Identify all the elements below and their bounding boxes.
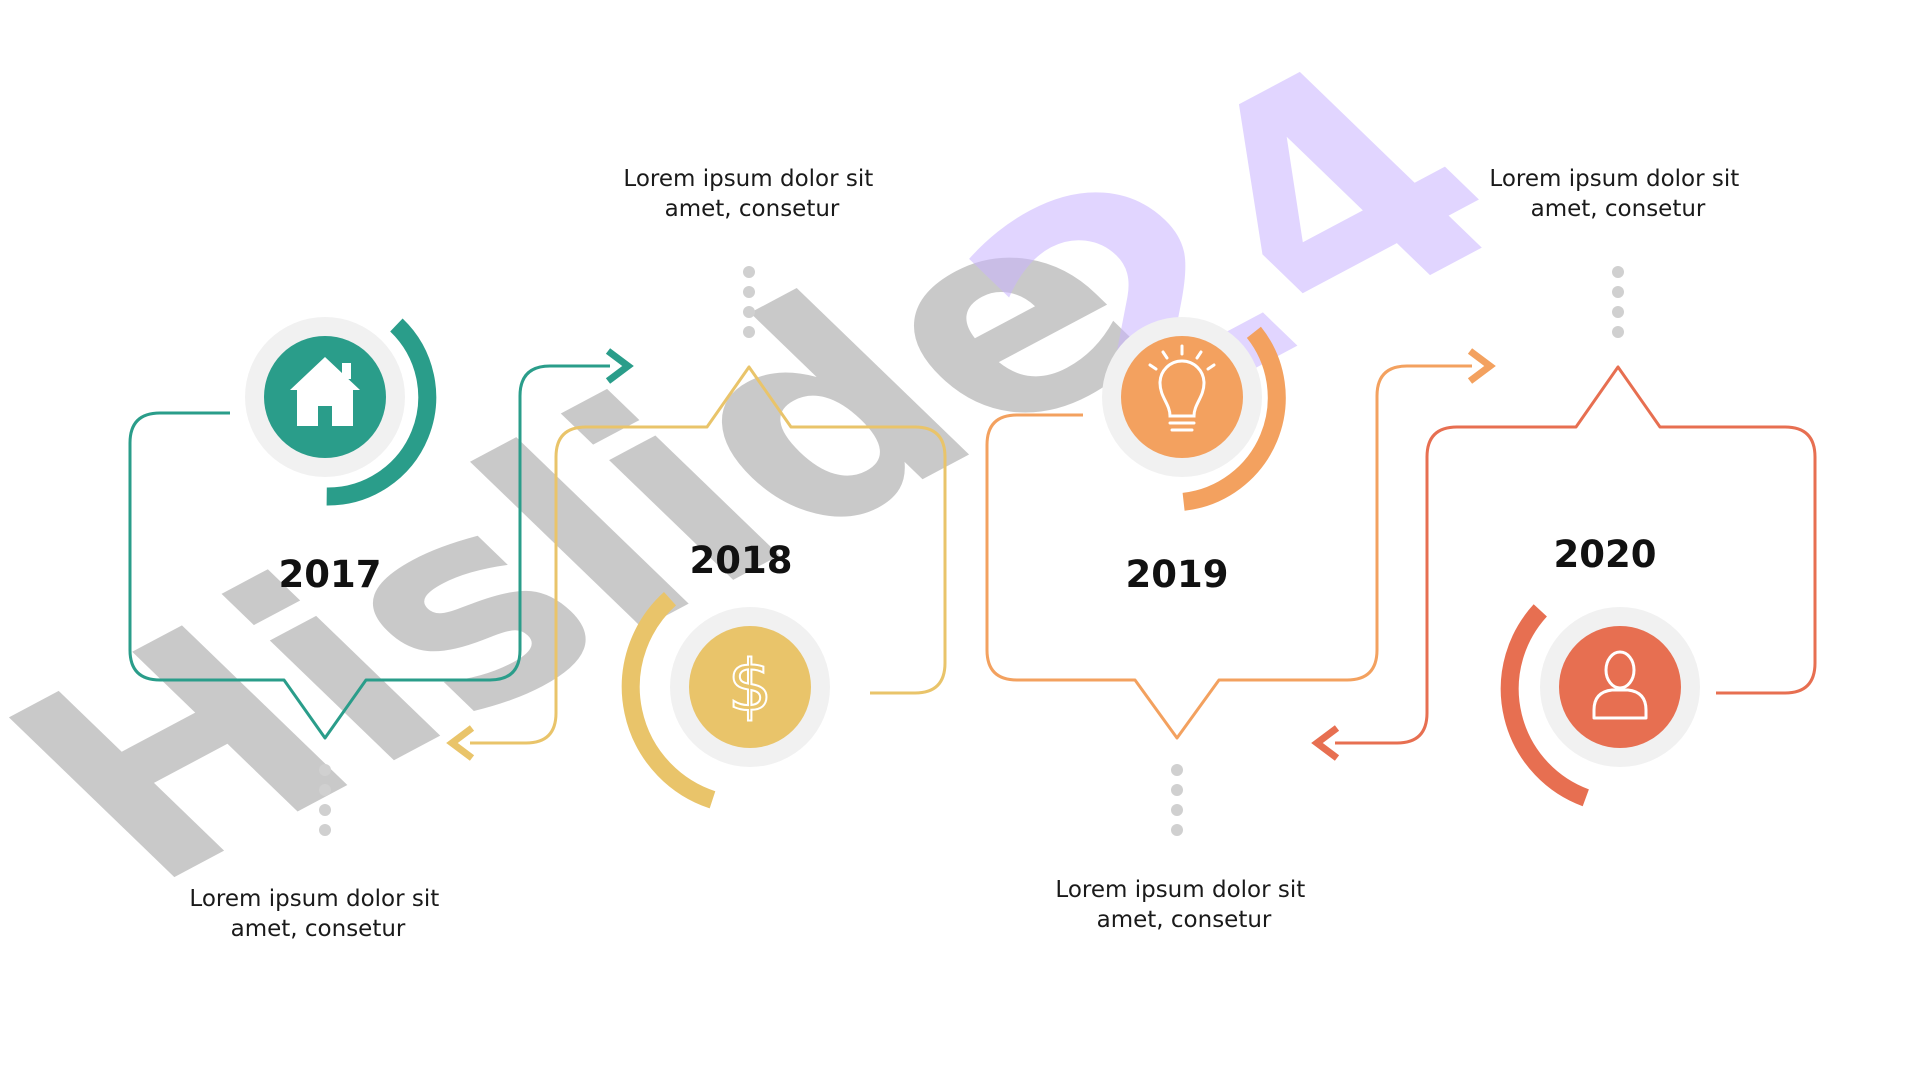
- description-2017: Lorem ipsum dolor sit amet, consetur: [189, 886, 446, 942]
- arc-2017: [326, 318, 437, 506]
- frame-2019: [985, 364, 1472, 740]
- user-icon: [1592, 650, 1648, 720]
- arrow-left-2018: [446, 725, 475, 761]
- dots-2017: [319, 764, 331, 836]
- year-label-2020: 2020: [1554, 533, 1657, 576]
- milestone-2019: 2019 Lorem ipsum dolor sit amet, consetu…: [985, 317, 1496, 933]
- arc-2018: [621, 592, 716, 809]
- description-2018: Lorem ipsum dolor sit amet, consetur: [623, 166, 880, 222]
- arc-2019: [1182, 326, 1286, 511]
- connector-dots: [319, 266, 1624, 836]
- dollar-icon: $: [727, 644, 774, 728]
- frame-2017: [128, 364, 610, 740]
- frame-2018: [470, 365, 947, 745]
- svg-text:$: $: [728, 645, 773, 727]
- dots-2020: [1612, 266, 1624, 338]
- arc-2020: [1500, 604, 1590, 807]
- arrow-right-2019: [1467, 348, 1496, 384]
- lightbulb-icon: [1148, 344, 1216, 432]
- description-2019: Lorem ipsum dolor sit amet, consetur: [1055, 877, 1312, 933]
- house-icon: [290, 357, 360, 426]
- arrow-left-2020: [1311, 725, 1340, 761]
- watermark: Hislide 24: [0, 1, 1584, 942]
- dots-2019: [1171, 764, 1183, 836]
- milestone-2020: 2020 Lorem ipsum dolor sit amet, consetu…: [1311, 166, 1817, 807]
- frame-2020: [1335, 365, 1817, 745]
- description-2020: Lorem ipsum dolor sit amet, consetur: [1489, 166, 1746, 222]
- icon-circle-2018: [689, 626, 811, 748]
- arrow-right-2017: [605, 348, 634, 384]
- year-label-2017: 2017: [279, 553, 382, 596]
- milestone-2018: $ 2018 Lorem ipsum dolor sit amet, conse…: [446, 166, 947, 809]
- milestone-2017: 2017 Lorem ipsum dolor sit amet, consetu…: [128, 317, 634, 942]
- year-label-2018: 2018: [690, 539, 793, 582]
- dots-2018: [743, 266, 755, 338]
- year-label-2019: 2019: [1126, 553, 1229, 596]
